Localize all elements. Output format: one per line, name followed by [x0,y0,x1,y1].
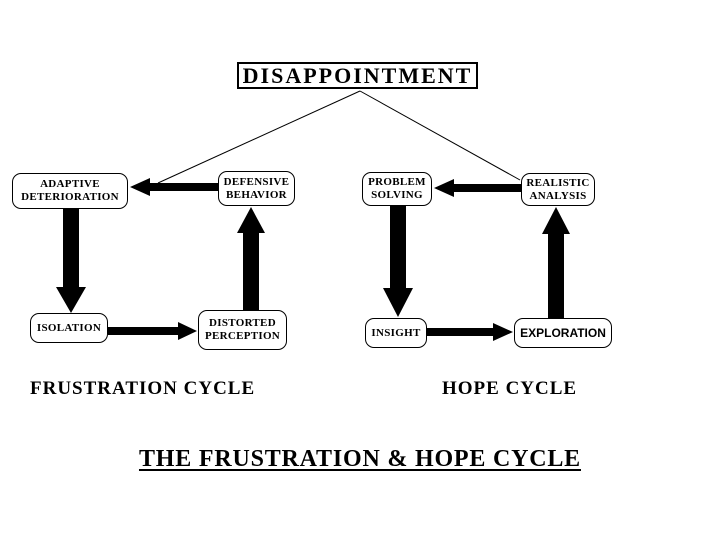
box-realistic-analysis: REALISTIC ANALYSIS [521,173,595,206]
arrow-defensive-to-adaptive-icon [130,178,218,196]
box-isolation: ISOLATION [30,313,108,343]
box-defensive-behavior: DEFENSIVE BEHAVIOR [218,171,295,206]
arrow-isolation-to-distorted-icon [108,322,197,340]
arrow-distorted-to-defensive-icon [237,207,265,311]
box-exploration: EXPLORATION [514,318,612,348]
box-adaptive-deterioration: ADAPTIVE DETERIORATION [12,173,128,209]
arrow-problem-to-insight-icon [383,206,413,317]
line-disappointment-to-frustration [157,90,361,184]
arrow-realistic-to-problem-icon [434,179,521,197]
box-disappointment: DISAPPOINTMENT [237,62,478,89]
page-title: THE FRUSTRATION & HOPE CYCLE [138,446,581,472]
box-distorted-perception: DISTORTED PERCEPTION [198,310,287,350]
frustration-cycle-label: FRUSTRATION CYCLE [30,378,256,399]
box-insight: INSIGHT [365,318,427,348]
hope-cycle-label: HOPE CYCLE [442,378,578,399]
line-disappointment-to-hope [359,90,521,181]
arrow-exploration-to-realistic-icon [542,207,570,319]
box-problem-solving: PROBLEM SOLVING [362,172,432,206]
arrow-adaptive-to-isolation-icon [56,206,86,313]
arrow-insight-to-exploration-icon [427,323,513,341]
